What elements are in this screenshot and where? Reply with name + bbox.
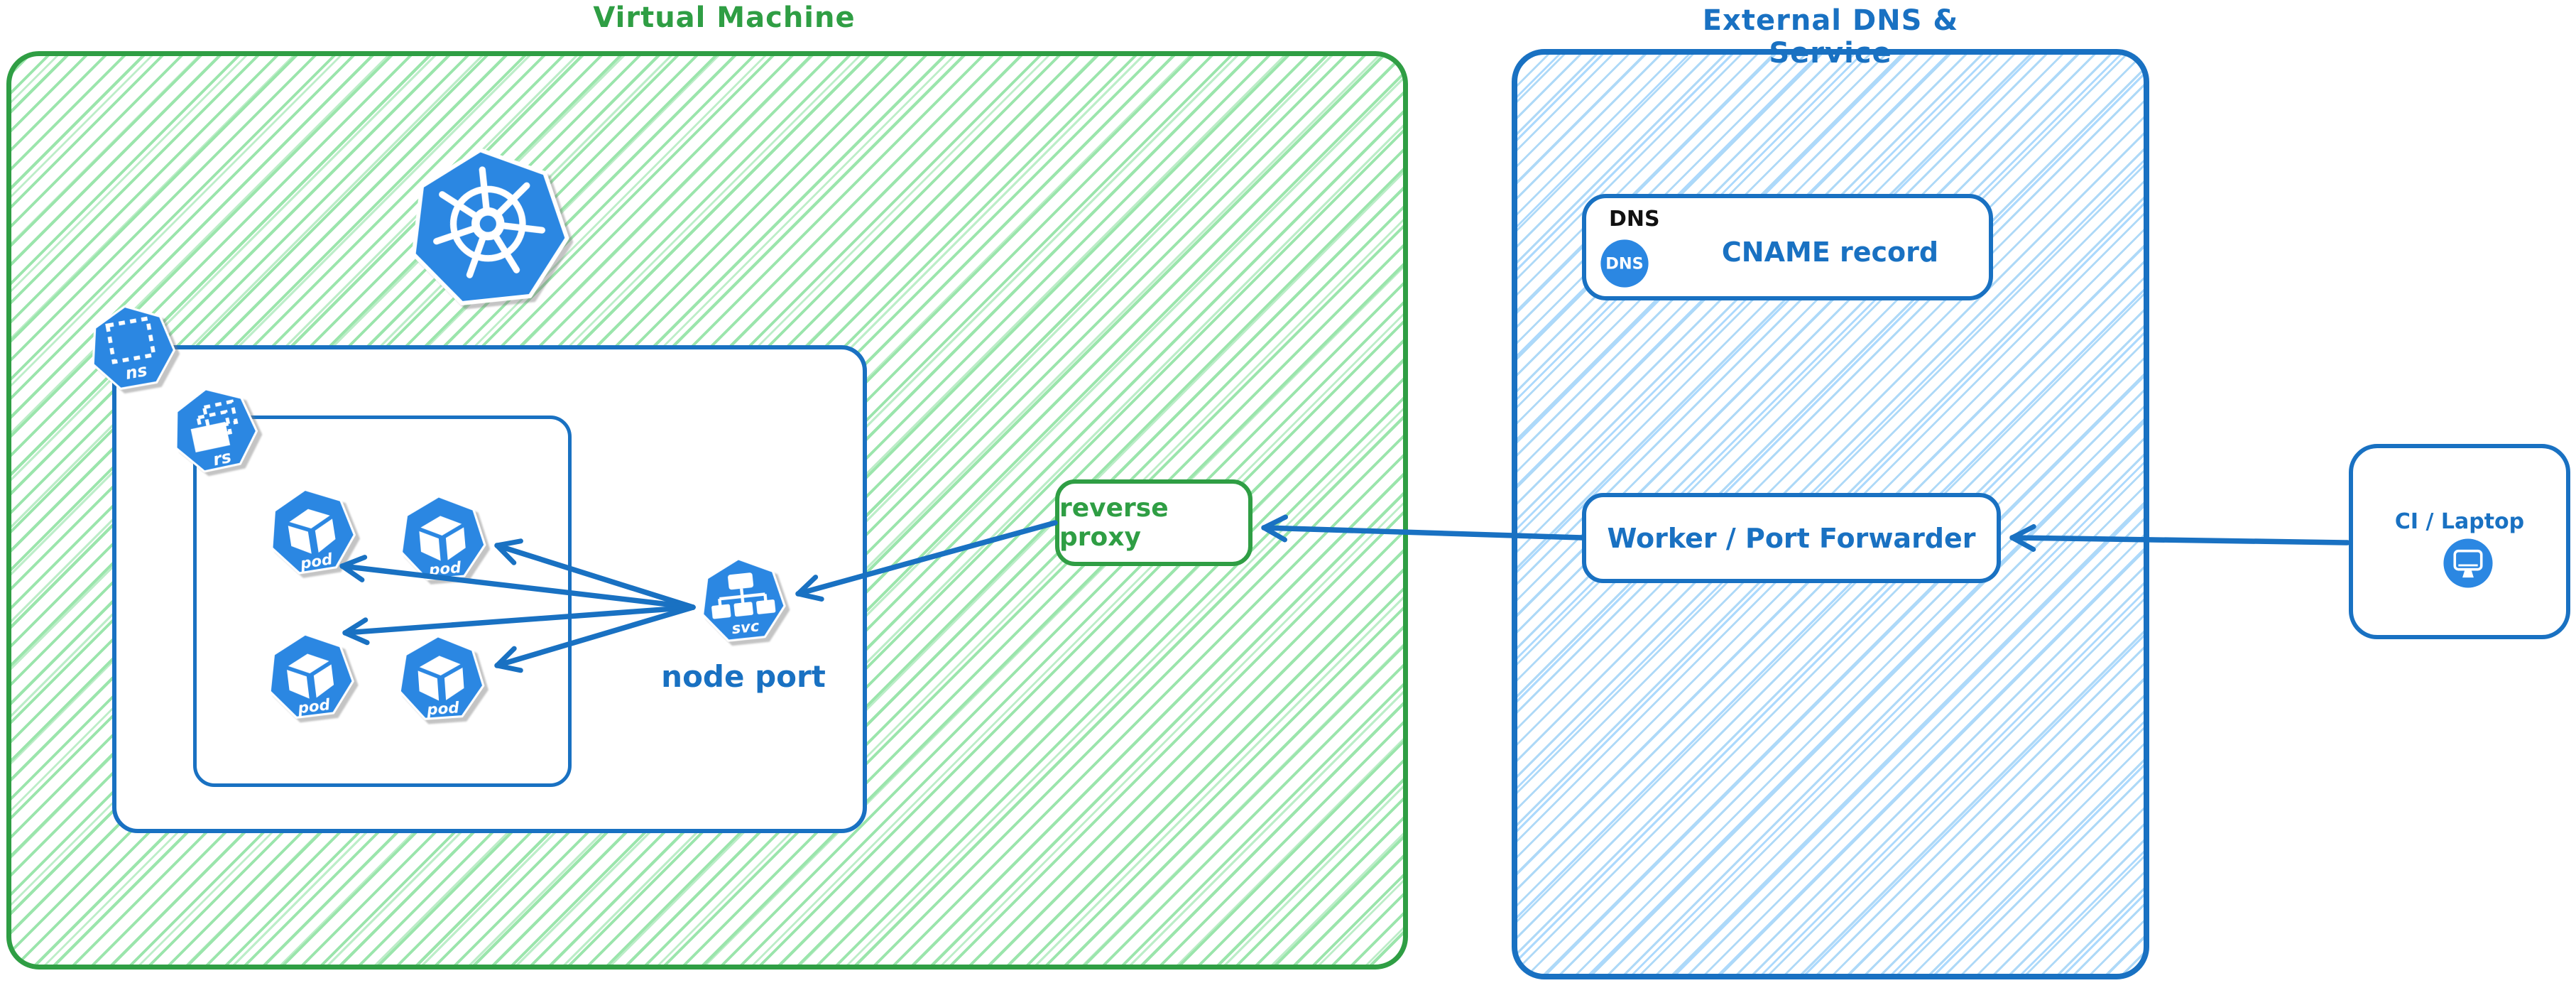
arrow-worker-to-proxy[interactable] [1261, 514, 1585, 543]
replicaset-icon[interactable]: rs [162, 378, 266, 482]
cube-glyph [417, 656, 464, 701]
cname-record-label: CNAME record [1721, 237, 1939, 268]
cube-glyph [419, 516, 466, 561]
replicaset-icon-label: rs [211, 447, 233, 470]
node-port-service-icon[interactable]: svc [694, 553, 791, 649]
pod-icon-label: pod [425, 699, 460, 719]
worker-port-forwarder-box[interactable]: Worker / Port Forwarder [1582, 493, 2001, 583]
arrow-svc-to-pod-3[interactable] [342, 604, 696, 646]
arrow-svc-to-pod-4[interactable] [494, 604, 696, 673]
arrow-svc-to-pod-1[interactable] [339, 555, 696, 610]
cube-glyph [288, 509, 336, 554]
external-dns-title: External DNS & Service [1702, 4, 1959, 70]
reverse-proxy-label: reverse proxy [1059, 494, 1169, 552]
service-icon-label: svc [731, 617, 760, 637]
virtual-machine-title: Virtual Machine [593, 1, 856, 34]
pod-icon-label: pod [296, 696, 332, 718]
ci-laptop-box[interactable]: CI / Laptop [2349, 444, 2570, 639]
reverse-proxy-box[interactable]: reverse proxy [1055, 479, 1252, 566]
pod-icon-3[interactable]: pod [261, 627, 360, 727]
service-tree-glyph [711, 572, 776, 619]
dns-card[interactable]: DNS DNS CNAME record [1582, 194, 1993, 300]
dns-icon-text: DNS [1605, 255, 1643, 273]
dns-tag: DNS [1609, 207, 1660, 232]
dns-icon: DNS [1600, 239, 1649, 288]
replicaset-glyph [190, 399, 239, 452]
namespace-icon-label: ns [124, 360, 148, 384]
cube-glyph [287, 653, 334, 699]
arrow-svc-to-pod-2[interactable] [494, 538, 696, 610]
kubernetes-icon[interactable] [398, 139, 579, 320]
arrow-proxy-to-svc[interactable] [795, 520, 1058, 602]
namespace-icon[interactable]: ns [81, 297, 183, 399]
replicaset-box[interactable] [193, 416, 572, 787]
kubernetes-wheel [433, 166, 545, 278]
pod-icon-1[interactable]: pod [261, 481, 363, 583]
node-port-caption: node port [661, 659, 826, 694]
monitor-icon [2443, 538, 2493, 588]
worker-label: Worker / Port Forwarder [1607, 522, 1976, 554]
pod-icon-4[interactable]: pod [393, 631, 489, 727]
arrow-ci-to-worker[interactable] [2009, 523, 2350, 552]
ci-laptop-label: CI / Laptop [2394, 509, 2525, 534]
pod-icon-2[interactable]: pod [394, 491, 491, 588]
